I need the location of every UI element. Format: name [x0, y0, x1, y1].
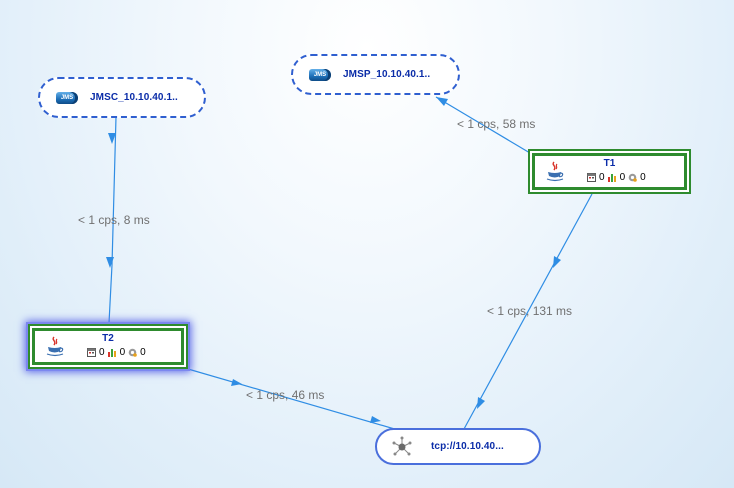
java-icon: [546, 161, 564, 182]
edge-t1-jmsp[interactable]: [435, 96, 531, 154]
metric-c-value: 0: [640, 172, 646, 183]
calendar-icon: [587, 173, 596, 182]
metric-a-value: 0: [599, 172, 605, 183]
calendar-icon: [87, 348, 96, 357]
bar-chart-icon: [107, 349, 116, 357]
edge-t2-tcp[interactable]: [187, 368, 399, 431]
java-icon: [46, 336, 64, 357]
node-name: T2: [102, 333, 114, 344]
node-metrics: 0 0 0: [587, 172, 646, 183]
node-name: T1: [603, 158, 616, 169]
metric-b-value: 0: [619, 172, 626, 183]
node-tcp[interactable]: tcp://10.10.40...: [375, 428, 541, 465]
node-t1[interactable]: T1 0 0 0: [528, 149, 691, 194]
edge-jmsc-t2[interactable]: [106, 116, 117, 324]
node-label: JMSC_10.10.40.1..: [90, 92, 178, 103]
error-gear-icon: [628, 173, 637, 182]
node-jmsc[interactable]: JMS JMSC_10.10.40.1..: [38, 77, 206, 118]
node-label: tcp://10.10.40...: [431, 441, 504, 452]
jms-queue-icon: JMS: [56, 91, 78, 104]
edge-t1-tcp[interactable]: [463, 193, 593, 430]
node-t2[interactable]: T2 0 0 0: [28, 324, 188, 369]
metric-a-value: 0: [99, 347, 105, 358]
node-metrics: 0 0 0: [87, 347, 146, 358]
bar-chart-icon: [607, 174, 616, 182]
jms-queue-icon: JMS: [309, 68, 331, 81]
edge-label-t1-jmsp: < 1 cps, 58 ms: [457, 117, 536, 131]
edge-label-t2-tcp: < 1 cps, 46 ms: [246, 388, 325, 402]
node-jmsp[interactable]: JMS JMSP_10.10.40.1..: [291, 54, 460, 95]
edge-label-jmsc-t2: < 1 cps, 8 ms: [78, 213, 150, 227]
node-label: JMSP_10.10.40.1..: [343, 69, 431, 80]
error-gear-icon: [128, 348, 137, 357]
metric-b-value: 0: [119, 347, 126, 358]
network-hub-icon: [392, 436, 412, 455]
metric-c-value: 0: [140, 347, 146, 358]
edge-label-t1-tcp: < 1 cps, 131 ms: [487, 304, 573, 318]
